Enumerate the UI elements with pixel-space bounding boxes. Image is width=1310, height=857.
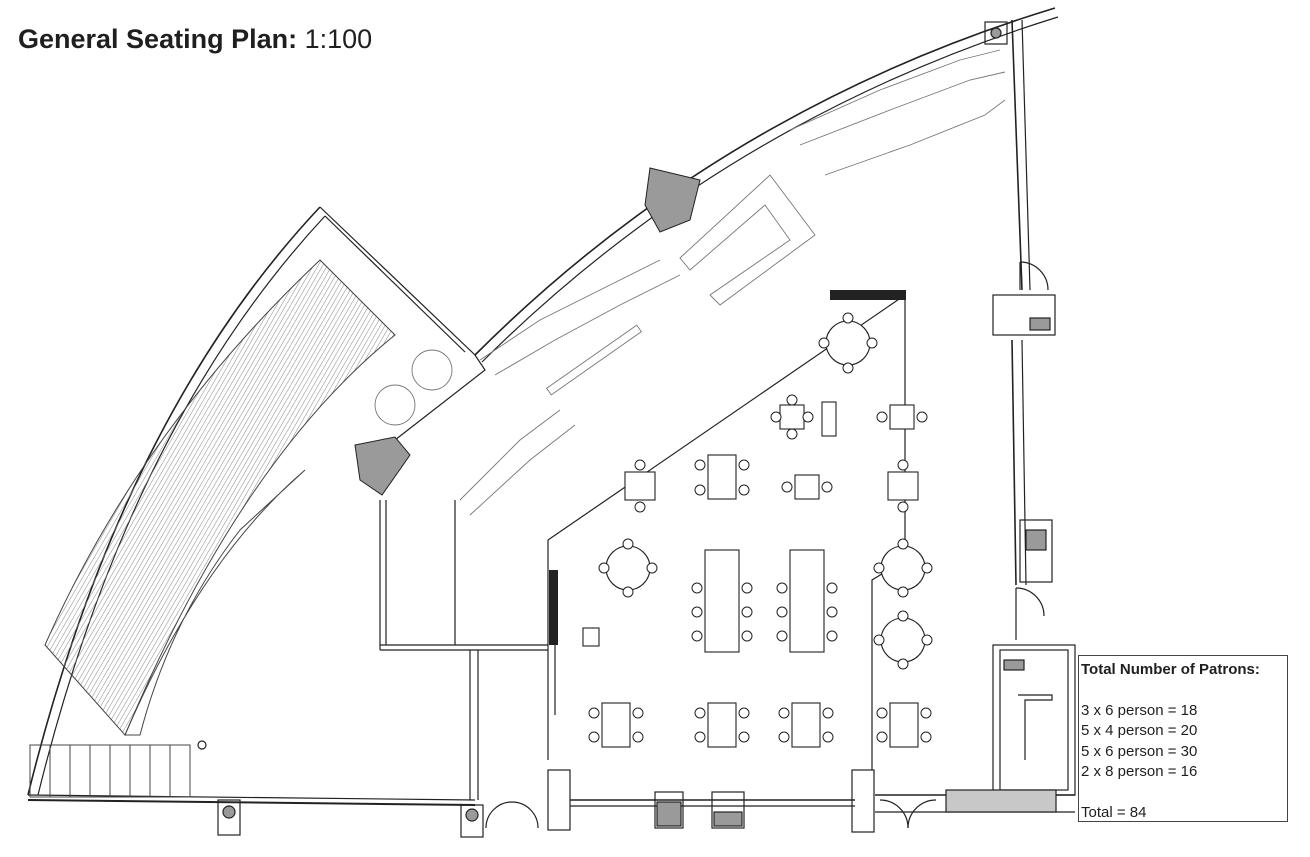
- plan-title-main: General Seating Plan:: [18, 24, 298, 54]
- angled-column-upper: [644, 167, 701, 233]
- angled-column-lower: [354, 436, 411, 496]
- legend-row: 5 x 4 person = 20: [1081, 722, 1198, 739]
- rect-table: [601, 702, 631, 748]
- square-table: [794, 474, 820, 500]
- dining-furniture: [582, 320, 926, 748]
- square-table: [779, 404, 805, 430]
- plan-scale: 1:100: [304, 24, 373, 54]
- screen-top: [830, 290, 906, 300]
- rect-table: [707, 454, 737, 500]
- plan-title: General Seating Plan: 1:100: [18, 24, 372, 55]
- screen-left: [549, 570, 558, 645]
- round-table: [605, 545, 651, 591]
- upper-curved-wall-inner: [481, 16, 1059, 363]
- legend-total: Total = 84: [1081, 803, 1147, 821]
- chairs: [588, 312, 933, 743]
- upper-curved-wall: [474, 7, 1056, 356]
- round-table: [825, 320, 871, 366]
- round-table: [880, 545, 926, 591]
- rect-table: [791, 702, 821, 748]
- south-wall: [27, 799, 476, 806]
- angled-wall: [319, 206, 486, 441]
- legend-row: 3 x 6 person = 18: [1081, 701, 1198, 719]
- legend-heading: Total Number of Patrons:: [1081, 661, 1260, 678]
- terrace-seating: [29, 259, 396, 798]
- long-table: [704, 549, 740, 653]
- kitchen-counters: [374, 49, 1006, 516]
- legend-row: 2 x 8 person = 16: [1081, 763, 1198, 780]
- square-table: [887, 471, 919, 501]
- patron-legend: Total Number of Patrons: 3 x 6 person = …: [1078, 655, 1288, 822]
- rect-table: [889, 702, 919, 748]
- round-table: [880, 617, 926, 663]
- rect-table: [707, 702, 737, 748]
- east-wall: [1011, 19, 1023, 291]
- outer-curved-wall: [27, 206, 321, 796]
- square-table: [889, 404, 915, 430]
- square-table: [624, 471, 656, 501]
- long-table: [789, 549, 825, 653]
- legend-row: 5 x 6 person = 30: [1081, 742, 1198, 760]
